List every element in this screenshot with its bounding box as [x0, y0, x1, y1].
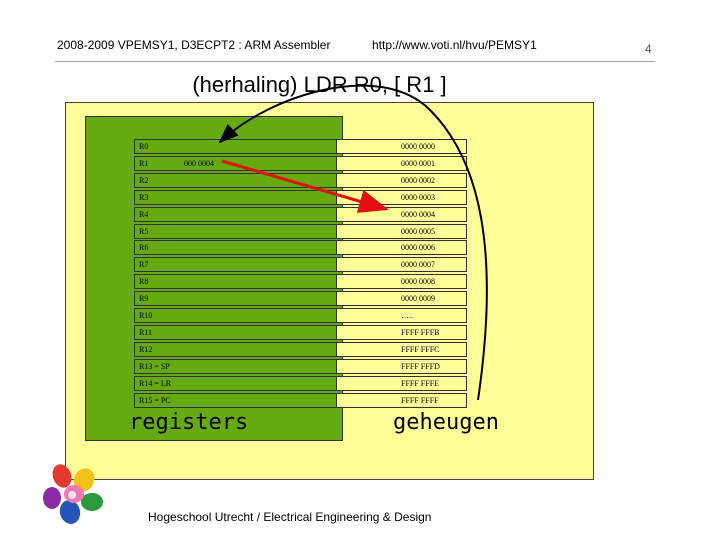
- memory-cell: 0000 0002: [337, 173, 466, 187]
- register-cell: R1 000 0004: [135, 156, 337, 170]
- register-cell: R10: [135, 309, 337, 322]
- header-course: 2008-2009 VPEMSY1, D3ECPT2 : ARM Assembl…: [57, 38, 331, 52]
- register-cell: R14 = LR: [135, 376, 337, 390]
- register-name: R2: [139, 175, 149, 185]
- memory-cell: FFFF FFFF: [337, 393, 466, 407]
- register-cell: R5: [135, 224, 337, 238]
- memory-value: 0000 0005: [401, 226, 435, 236]
- register-cell: R3: [135, 190, 337, 204]
- memory-value: 0000 0001: [401, 158, 435, 168]
- table-row: R6 0000 0006: [134, 240, 467, 256]
- register-name: R15 = PC: [139, 395, 171, 405]
- register-name: R14 = LR: [139, 378, 172, 388]
- memory-value: 0000 0006: [401, 243, 435, 253]
- memory-value: 0000 0007: [401, 260, 435, 270]
- register-cell: R15 = PC: [135, 393, 337, 407]
- table-row: R11 FFFF FFFB: [134, 324, 467, 340]
- memory-value: 0000 0009: [401, 294, 435, 304]
- header-url[interactable]: http://www.voti.nl/hvu/PEMSY1: [372, 38, 537, 52]
- table-row: R1 000 0004 0000 0001: [134, 155, 467, 171]
- header-divider: [55, 61, 655, 62]
- register-name: R5: [139, 226, 149, 236]
- memory-cell: 0000 0006: [337, 241, 466, 255]
- register-cell: R7: [135, 258, 337, 272]
- memory-value: 0000 0002: [401, 175, 435, 185]
- register-cell: R0: [135, 140, 337, 153]
- memory-cell: FFFF FFFC: [337, 342, 466, 356]
- memory-value: FFFF FFFE: [401, 378, 440, 388]
- table-row: R15 = PC FFFF FFFF: [134, 392, 467, 408]
- register-name: R4: [139, 209, 149, 219]
- register-name: R3: [139, 192, 149, 202]
- memory-cell: FFFF FFFD: [337, 359, 466, 373]
- registers-caption: registers: [129, 410, 249, 435]
- memory-cell: FFFF FFFB: [337, 325, 466, 339]
- table-row: R7 0000 0007: [134, 257, 467, 273]
- memory-value: FFFF FFFF: [401, 395, 439, 405]
- register-cell: R6: [135, 241, 337, 255]
- memory-value: 0000 0008: [401, 277, 435, 287]
- memory-value: 0000 0000: [401, 142, 435, 151]
- memory-value: FFFF FFFC: [401, 344, 440, 354]
- table-row: R13 = SP FFFF FFFD: [134, 358, 467, 374]
- table-row: R9 0000 0009: [134, 291, 467, 307]
- memory-value: …..: [401, 311, 413, 320]
- register-name: R11: [139, 327, 153, 337]
- register-cell: R9: [135, 292, 337, 306]
- register-name: R13 = SP: [139, 361, 170, 371]
- memory-value: FFFF FFFD: [401, 361, 440, 371]
- memory-cell: 0000 0007: [337, 258, 466, 272]
- memory-value: 0000 0004: [401, 209, 435, 219]
- table-row: R10 …..: [134, 308, 467, 323]
- register-name: R1: [139, 158, 149, 168]
- register-name: R6: [139, 243, 149, 253]
- memory-cell: 0000 0005: [337, 224, 466, 238]
- table-row: R8 0000 0008: [134, 274, 467, 290]
- register-cell: R2: [135, 173, 337, 187]
- register-cell: R13 = SP: [135, 359, 337, 373]
- register-name: R9: [139, 294, 149, 304]
- register-cell: R4: [135, 207, 337, 221]
- register-cell: R11: [135, 325, 337, 339]
- memory-cell: 0000 0008: [337, 275, 466, 289]
- table-row: R14 = LR FFFF FFFE: [134, 375, 467, 391]
- memory-cell: FFFF FFFE: [337, 376, 466, 390]
- page-number: 4: [645, 42, 652, 56]
- pointer-arrow: [221, 159, 389, 213]
- flower-logo-icon: [43, 464, 103, 524]
- register-name: R10: [139, 311, 153, 320]
- memory-value: FFFF FFFB: [401, 327, 440, 337]
- memory-cell: …..: [337, 309, 466, 322]
- load-arrow: [218, 84, 488, 401]
- register-name: R0: [139, 142, 149, 151]
- memory-value: 0000 0003: [401, 192, 435, 202]
- register-value: 000 0004: [184, 158, 214, 168]
- memory-caption: geheugen: [393, 410, 499, 435]
- register-name: R8: [139, 277, 149, 287]
- register-name: R12: [139, 344, 153, 354]
- memory-cell: 0000 0000: [337, 140, 466, 153]
- table-row: R0 0000 0000: [134, 139, 467, 154]
- memory-cell: 0000 0009: [337, 292, 466, 306]
- register-cell: R8: [135, 275, 337, 289]
- table-row: R12 FFFF FFFC: [134, 341, 467, 357]
- register-name: R7: [139, 260, 149, 270]
- memory-cell: 0000 0001: [337, 156, 466, 170]
- footer-institution: Hogeschool Utrecht / Electrical Engineer…: [148, 510, 432, 524]
- table-row: R5 0000 0005: [134, 223, 467, 239]
- table-row: R2 0000 0002: [134, 172, 467, 188]
- register-cell: R12: [135, 342, 337, 356]
